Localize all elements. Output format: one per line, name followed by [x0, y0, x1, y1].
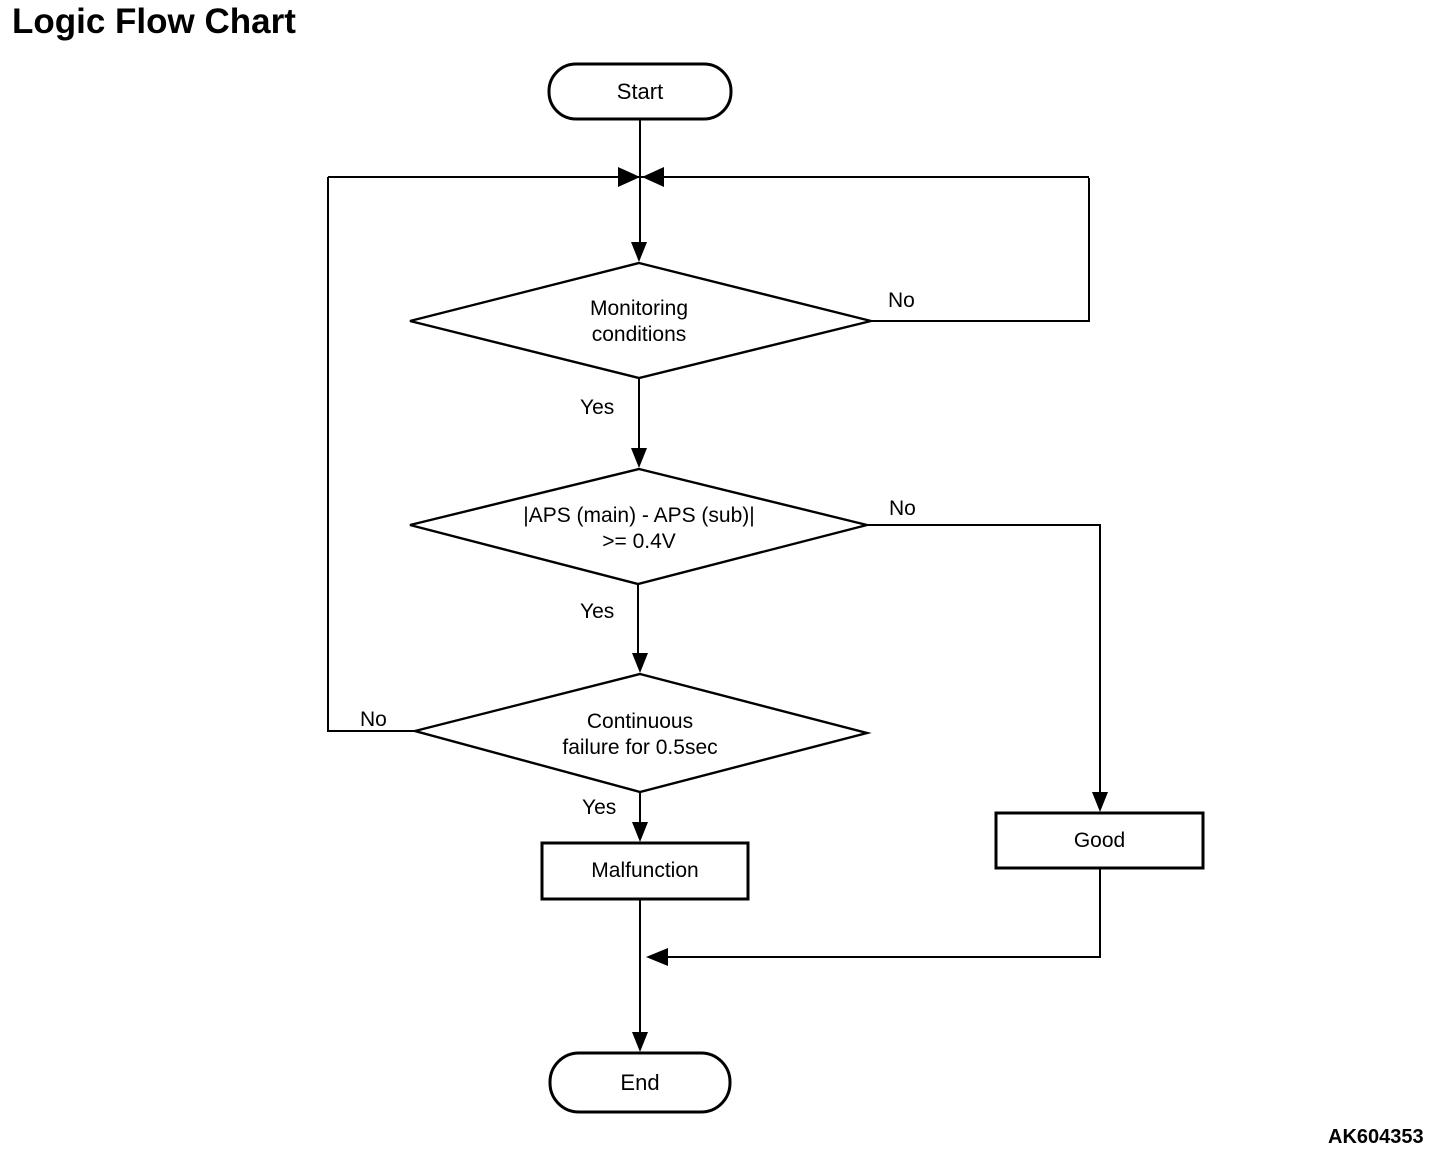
decision3-yes-label: Yes — [582, 796, 617, 819]
decision1-label-line1: Monitoring — [589, 297, 689, 320]
edge-good-to-merge — [656, 868, 1101, 958]
merge-arrow-left-icon — [646, 948, 668, 966]
edge-decision2-no-to-good — [867, 524, 1101, 802]
malfunction-process-shape — [540, 841, 750, 901]
arrowheads — [618, 167, 1108, 1052]
figure-code: AK604353 — [1328, 1126, 1424, 1148]
decision1-label: Monitoring conditions — [499, 295, 779, 349]
decision1-diamond-shape — [409, 261, 872, 380]
decision2-yes-label: Yes — [580, 600, 615, 623]
start-label: Start — [616, 78, 664, 104]
end-label: End — [620, 1069, 660, 1095]
arrow-into-end-icon — [632, 1032, 648, 1052]
arrow-into-decision1-icon — [631, 242, 647, 262]
decision3-label-line1: Continuous — [586, 710, 694, 733]
junction-arrow-left-icon — [642, 167, 664, 187]
decision2-label: |APS (main) - APS (sub)| >= 0.4V — [489, 503, 789, 555]
decision1-no-label: No — [888, 289, 915, 312]
arrow-into-good-icon — [1092, 792, 1108, 812]
arrow-into-malfunction-icon — [632, 822, 648, 842]
page-title: Logic Flow Chart — [12, 2, 296, 41]
decision2-diamond-shape — [409, 467, 868, 586]
decision3-no-label: No — [360, 708, 387, 731]
good-process-shape — [994, 811, 1205, 870]
edge-left-no-loop — [327, 177, 415, 732]
junction-arrow-right-icon — [618, 167, 640, 187]
decision2-label-line2: >= 0.4V — [602, 530, 676, 553]
decision2-label-line1: |APS (main) - APS (sub)| — [523, 504, 755, 527]
arrow-into-decision3-icon — [632, 653, 648, 673]
edge-right-no-loop — [871, 178, 1090, 322]
decision2-no-label: No — [889, 497, 916, 520]
decision3-label-line2: failure for 0.5sec — [562, 736, 718, 759]
decision3-diamond-shape — [410, 672, 872, 794]
malfunction-label: Malfunction — [591, 859, 699, 882]
decision3-label: Continuous failure for 0.5sec — [500, 709, 780, 761]
decision1-yes-label: Yes — [580, 396, 615, 419]
decision1-label-line2: conditions — [591, 323, 687, 346]
arrow-into-decision2-icon — [631, 448, 647, 468]
good-label: Good — [1073, 828, 1126, 852]
connector-lines — [327, 119, 1101, 1042]
end-terminator-shape — [548, 1051, 732, 1114]
start-terminator-shape — [547, 62, 733, 121]
